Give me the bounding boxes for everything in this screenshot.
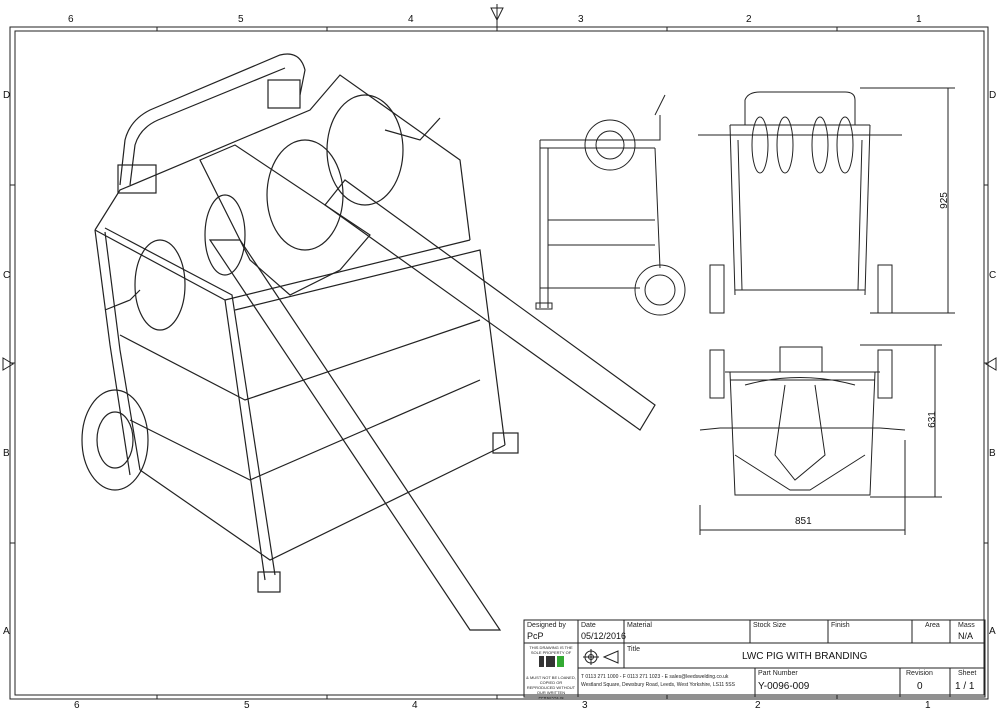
col-label-bottom: 3 <box>582 700 588 711</box>
dimension-depth: 631 <box>926 411 938 428</box>
dimension-height: 925 <box>938 192 950 209</box>
revision-value: 0 <box>917 681 923 692</box>
contact-address: Westland Square, Dewsbury Road, Leeds, W… <box>581 682 735 688</box>
col-label-bottom: 6 <box>74 700 80 711</box>
date-label: Date <box>581 622 596 629</box>
mass-value: N/A <box>958 631 974 641</box>
sheet-label: Sheet <box>958 670 977 677</box>
col-label-top: 4 <box>408 14 414 25</box>
title-label: Title <box>627 646 640 653</box>
part-number-value: Y-0096-009 <box>758 681 810 692</box>
col-label-top: 6 <box>68 14 74 25</box>
row-label-right: D <box>989 90 997 101</box>
top-view <box>699 344 942 535</box>
stock-size-label: Stock Size <box>753 622 787 629</box>
revision-label: Revision <box>906 670 933 677</box>
col-label-bottom: 4 <box>412 700 418 711</box>
property-notice-top: THIS DRAWING IS THE SOLE PROPERTY OF <box>529 645 573 655</box>
col-label-bottom: 2 <box>755 700 761 711</box>
designed-by-value: PcP <box>527 631 544 641</box>
row-label-left: B <box>3 448 10 459</box>
part-number-label: Part Number <box>758 670 798 677</box>
area-label: Area <box>925 622 940 629</box>
row-label-right: C <box>989 270 997 281</box>
col-label-top: 1 <box>916 14 922 25</box>
front-view <box>698 87 955 314</box>
material-label: Material <box>627 622 652 629</box>
col-label-bottom: 5 <box>244 700 250 711</box>
logo-mark <box>539 656 564 667</box>
finish-label: Finish <box>831 622 850 629</box>
row-label-right: B <box>989 448 996 459</box>
row-label-left: C <box>3 270 11 281</box>
row-label-right: A <box>989 626 996 637</box>
side-view <box>535 94 686 316</box>
sheet-value: 1 / 1 <box>955 681 975 692</box>
col-label-top: 3 <box>578 14 584 25</box>
contact-phone-email: T 0113 271 1000 - F 0113 271 1023 - E sa… <box>581 674 729 680</box>
col-label-bottom: 1 <box>925 700 931 711</box>
date-value: 05/12/2016 <box>581 631 627 641</box>
col-label-top: 2 <box>746 14 752 25</box>
property-notice-bottom: & MUST NOT BE LOANED, COPIED OR REPRODUC… <box>526 675 576 700</box>
row-label-left: A <box>3 626 10 637</box>
title-block-grid <box>523 619 986 698</box>
drawing-title: LWC PIG WITH BRANDING <box>742 651 868 662</box>
col-label-top: 5 <box>238 14 244 25</box>
mass-label: Mass <box>958 622 975 629</box>
dimension-width: 851 <box>795 516 812 527</box>
row-label-left: D <box>3 90 11 101</box>
designed-by-label: Designed by <box>527 622 566 629</box>
isometric-view <box>81 53 656 631</box>
